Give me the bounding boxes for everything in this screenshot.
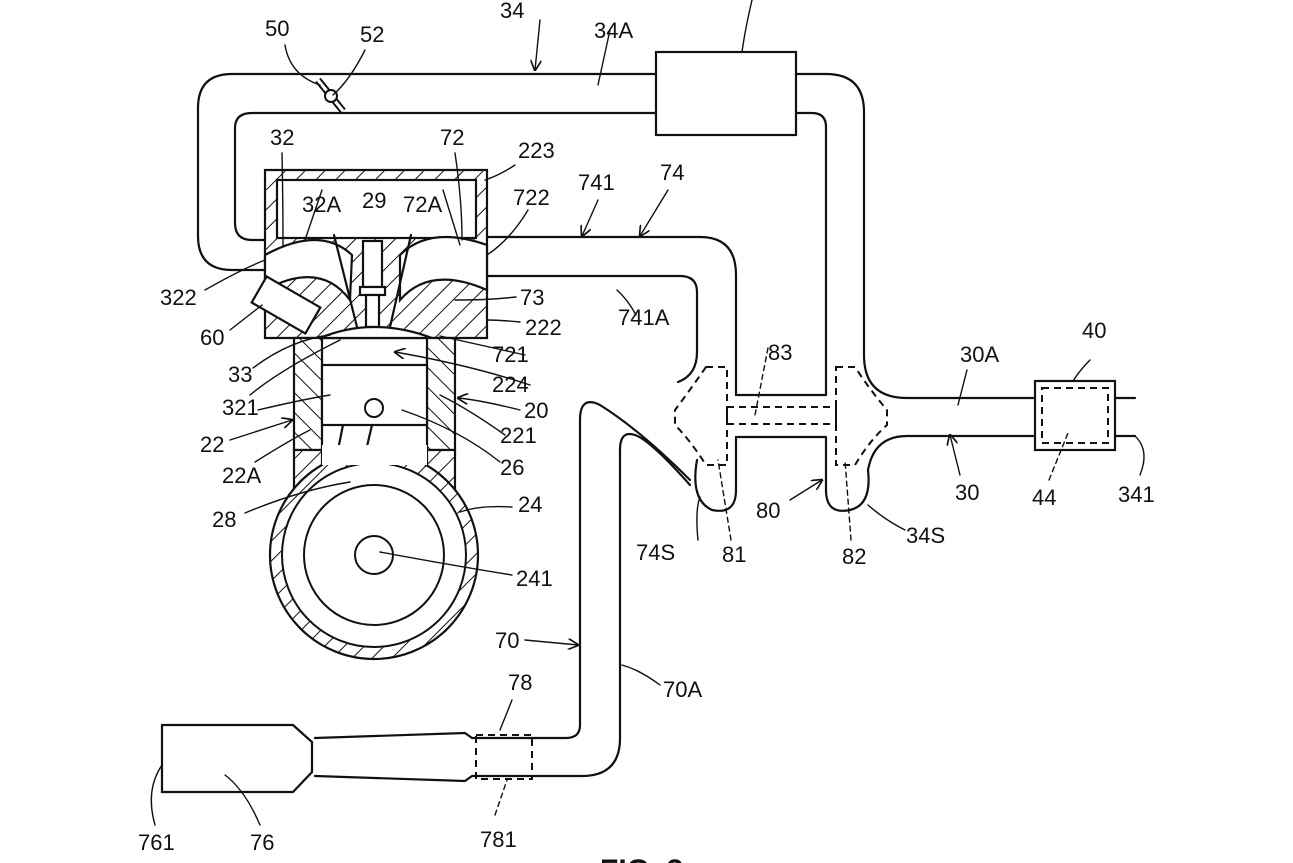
- label-34A: 34A: [594, 18, 633, 43]
- label-722: 722: [513, 185, 550, 210]
- label-222: 222: [525, 315, 562, 340]
- air-cleaner: [1033, 379, 1137, 452]
- label-72: 72: [440, 125, 464, 150]
- label-224: 224: [492, 372, 529, 397]
- label-70: 70: [495, 628, 519, 653]
- label-32: 32: [270, 125, 294, 150]
- label-741A: 741A: [618, 305, 670, 330]
- label-241: 241: [516, 566, 553, 591]
- label-30A: 30A: [960, 342, 999, 367]
- label-74: 74: [660, 160, 684, 185]
- label-26: 26: [500, 455, 524, 480]
- label-81: 81: [722, 542, 746, 567]
- label-72A: 72A: [403, 192, 442, 217]
- label-721: 721: [492, 342, 529, 367]
- leader-lines: [150, 0, 1145, 826]
- label-76: 76: [250, 830, 274, 855]
- engine: [250, 168, 489, 661]
- exhaust-pipe: [483, 235, 738, 778]
- throttle-valve: [315, 77, 346, 114]
- label-60: 60: [200, 325, 224, 350]
- label-34S: 34S: [906, 523, 945, 548]
- intake-pipe: [196, 72, 1035, 472]
- label-82: 82: [842, 544, 866, 569]
- label-78: 78: [508, 670, 532, 695]
- label-741: 741: [578, 170, 615, 195]
- label-70A: 70A: [663, 677, 702, 702]
- label-40: 40: [1082, 318, 1106, 343]
- label-50: 50: [265, 16, 289, 41]
- label-22: 22: [200, 432, 224, 457]
- label-30: 30: [955, 480, 979, 505]
- label-28: 28: [212, 507, 236, 532]
- label-32A: 32A: [302, 192, 341, 217]
- label-24: 24: [518, 492, 542, 517]
- label-22A: 22A: [222, 463, 261, 488]
- label-73: 73: [520, 285, 544, 310]
- label-44: 44: [1032, 485, 1056, 510]
- label-341: 341: [1118, 482, 1155, 507]
- label-781: 781: [480, 827, 517, 852]
- label-223: 223: [518, 138, 555, 163]
- intake-box: [654, 50, 798, 137]
- label-74S: 74S: [636, 540, 675, 565]
- label-20: 20: [524, 398, 548, 423]
- label-29: 29: [362, 188, 386, 213]
- label-322: 322: [160, 285, 197, 310]
- muffler: [160, 723, 314, 794]
- turbocharger: [674, 366, 888, 512]
- label-80: 80: [756, 498, 780, 523]
- label-34: 34: [500, 0, 524, 23]
- catalyst: [313, 731, 537, 783]
- figure-caption: FIG. 3: [600, 854, 683, 863]
- reference-labels: 34 34A 50 52 32 72 223 741 74 32A 29 72A…: [138, 0, 1155, 855]
- label-321: 321: [222, 395, 259, 420]
- label-221: 221: [500, 423, 537, 448]
- label-83: 83: [768, 340, 792, 365]
- label-761: 761: [138, 830, 175, 855]
- label-33: 33: [228, 362, 252, 387]
- label-52: 52: [360, 22, 384, 47]
